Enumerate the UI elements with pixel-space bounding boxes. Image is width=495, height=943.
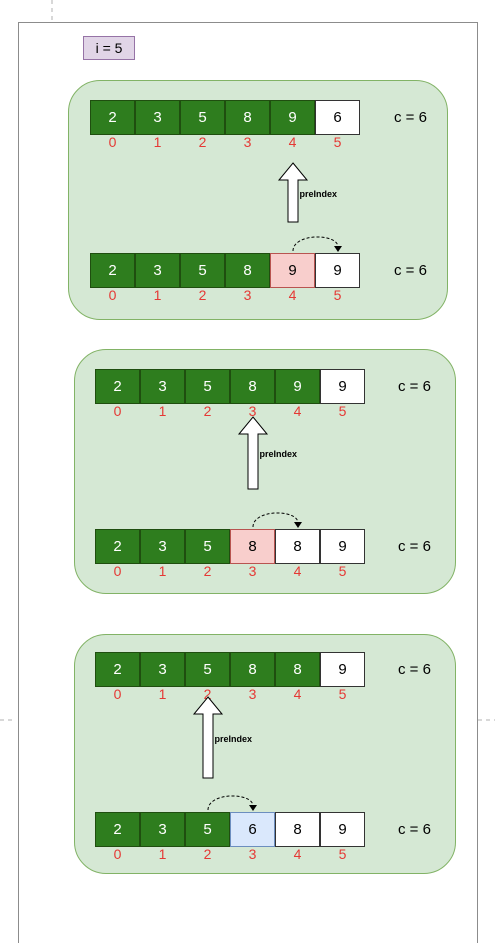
array-cell: 9	[275, 369, 320, 404]
index-label: 5	[338, 563, 347, 579]
array-cell: 6	[230, 812, 275, 847]
preindex-label: preIndex	[259, 449, 298, 459]
array-cell: 9	[320, 652, 365, 687]
preindex-arrow-icon	[277, 162, 308, 223]
array-cell: 5	[185, 652, 230, 687]
index-label: 0	[108, 134, 117, 150]
array-cell: 5	[180, 253, 225, 288]
c-value-label: c = 6	[394, 262, 427, 279]
array-cell: 9	[270, 253, 315, 288]
index-label: 3	[243, 287, 252, 303]
index-label: 5	[338, 686, 347, 702]
array-cell: 2	[90, 100, 135, 135]
index-label: 1	[153, 287, 162, 303]
index-label: 3	[248, 686, 257, 702]
index-label: 1	[158, 686, 167, 702]
array-cell: 5	[185, 369, 230, 404]
array-cell: 8	[275, 652, 320, 687]
index-label: 5	[338, 846, 347, 862]
array-cell: 3	[135, 100, 180, 135]
index-label: 3	[248, 846, 257, 862]
index-label: 0	[113, 686, 122, 702]
index-label: 2	[203, 686, 212, 702]
index-label: 4	[293, 563, 302, 579]
preindex-arrow-icon	[192, 696, 223, 779]
index-label: 3	[243, 134, 252, 150]
c-value-label: c = 6	[394, 109, 427, 126]
array-cell: 2	[95, 369, 140, 404]
index-label: 4	[293, 686, 302, 702]
index-label: 0	[113, 403, 122, 419]
array-cell: 3	[140, 369, 185, 404]
array-cell: 8	[230, 369, 275, 404]
iteration-label: i = 5	[83, 36, 135, 60]
index-label: 3	[248, 403, 257, 419]
array-cell: 8	[225, 253, 270, 288]
array-cell: 8	[230, 529, 275, 564]
shift-arrow-icon	[292, 236, 342, 252]
index-label: 5	[338, 403, 347, 419]
preindex-label: preIndex	[214, 733, 253, 744]
index-label: 5	[333, 134, 342, 150]
index-label: 2	[203, 846, 212, 862]
array-cell: 9	[270, 100, 315, 135]
index-label: 4	[288, 287, 297, 303]
array-cell: 9	[320, 812, 365, 847]
index-label: 4	[293, 403, 302, 419]
index-label: 0	[113, 563, 122, 579]
index-label: 3	[248, 563, 257, 579]
array-cell: 5	[185, 529, 230, 564]
index-label: 2	[198, 134, 207, 150]
index-label: 5	[333, 287, 342, 303]
c-value-label: c = 6	[398, 378, 431, 395]
array-cell: 9	[315, 253, 360, 288]
array-cell: 6	[315, 100, 360, 135]
index-label: 2	[203, 563, 212, 579]
index-label: 2	[198, 287, 207, 303]
array-cell: 3	[140, 529, 185, 564]
array-cell: 9	[320, 369, 365, 404]
index-label: 2	[203, 403, 212, 419]
array-cell: 3	[135, 253, 180, 288]
c-value-label: c = 6	[398, 538, 431, 555]
c-value-label: c = 6	[398, 661, 431, 678]
array-cell: 5	[180, 100, 225, 135]
index-label: 0	[108, 287, 117, 303]
array-cell: 8	[225, 100, 270, 135]
index-label: 1	[158, 846, 167, 862]
array-cell: 3	[140, 812, 185, 847]
shift-arrow-icon	[207, 795, 257, 811]
array-cell: 8	[275, 812, 320, 847]
array-cell: 2	[95, 812, 140, 847]
array-cell: 3	[140, 652, 185, 687]
array-cell: 9	[320, 529, 365, 564]
array-cell: 8	[230, 652, 275, 687]
index-label: 4	[288, 134, 297, 150]
c-value-label: c = 6	[398, 821, 431, 838]
index-label: 0	[113, 846, 122, 862]
array-cell: 2	[90, 253, 135, 288]
index-label: 1	[158, 563, 167, 579]
index-label: 1	[153, 134, 162, 150]
index-label: 4	[293, 846, 302, 862]
preindex-label: preIndex	[299, 188, 338, 199]
page-frame	[18, 22, 478, 943]
array-cell: 2	[95, 529, 140, 564]
index-label: 1	[158, 403, 167, 419]
array-cell: 5	[185, 812, 230, 847]
array-cell: 2	[95, 652, 140, 687]
array-cell: 8	[275, 529, 320, 564]
shift-arrow-icon	[252, 512, 302, 528]
preindex-arrow-icon	[237, 416, 268, 490]
